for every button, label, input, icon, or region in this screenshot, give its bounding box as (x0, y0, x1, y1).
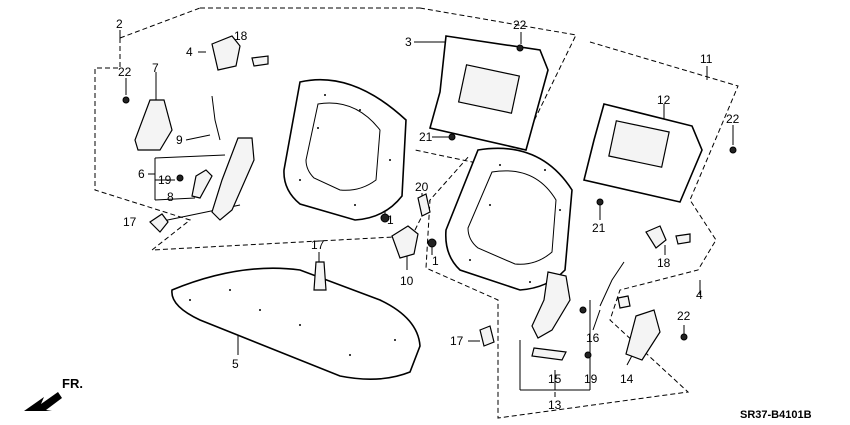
callout-22: 22 (726, 112, 740, 126)
left-bushing-part-1 (380, 213, 390, 223)
seat-cushion-texture (189, 289, 396, 356)
center-hinge-part-10 (391, 225, 419, 259)
right-board-bolt-part-21 (596, 198, 604, 206)
right-bolt-part-19 (584, 351, 592, 359)
callout-9: 9 (176, 133, 183, 147)
right-bolt-part-17 (479, 325, 495, 347)
callout-3: 3 (405, 35, 412, 49)
right-board-bolt-part-22 (729, 146, 737, 154)
left-hinge-part-7 (134, 99, 173, 151)
callout-21: 21 (419, 130, 433, 144)
left-hinge-part-6 (211, 137, 255, 221)
left-bolt-part-17 (149, 213, 169, 233)
right-bracket-part-13 (531, 347, 567, 361)
callout-18: 18 (657, 256, 671, 270)
callout-17: 17 (123, 215, 137, 229)
callout-7: 7 (152, 61, 159, 75)
right-clip-part-16 (617, 295, 631, 309)
callout-4: 4 (186, 45, 193, 59)
callout-1: 1 (432, 254, 439, 268)
callout-14: 14 (620, 372, 634, 386)
upper-board-recess (457, 64, 521, 114)
callout-8: 8 (167, 190, 174, 204)
callout-17: 17 (311, 238, 325, 252)
callout-21: 21 (592, 221, 606, 235)
callout-19: 19 (584, 372, 598, 386)
callout-2: 2 (116, 17, 123, 31)
left-lever-part-8 (191, 169, 213, 199)
callout-12: 12 (657, 93, 671, 107)
callout-20: 20 (415, 180, 429, 194)
callout-10: 10 (400, 274, 414, 288)
callout-22: 22 (118, 65, 132, 79)
right-seatback-texture (469, 164, 561, 283)
right-bolt-part-22 (680, 333, 688, 341)
group-outline-left-seatback (94, 38, 431, 251)
upper-board-bolt-part-21 (448, 133, 456, 141)
right-hinge-part-15 (531, 271, 571, 339)
upper-board-bolt-part-22 (516, 44, 524, 52)
group-outline-right (425, 41, 739, 419)
callout-17: 17 (450, 334, 464, 348)
front-direction-label: FR. (62, 376, 83, 391)
callout-15: 15 (548, 372, 562, 386)
right-lever-part-14 (625, 309, 661, 361)
left-seatback-texture (299, 94, 391, 206)
left-latch-part-4 (211, 35, 241, 71)
callout-18: 18 (234, 29, 248, 43)
callout-22: 22 (513, 18, 527, 32)
right-bolt-part-19b (579, 306, 587, 314)
callout-6: 6 (138, 167, 145, 181)
callout-16: 16 (586, 331, 600, 345)
callout-11: 11 (700, 52, 713, 66)
right-latch-part-4 (645, 225, 667, 249)
left-bolt-part-19 (176, 174, 184, 182)
right-rod-part-16 (599, 261, 625, 307)
callout-5: 5 (232, 357, 239, 371)
right-seatback-inner (467, 170, 557, 265)
callout-4: 4 (696, 288, 703, 302)
seat-cushion-part-5 (171, 267, 421, 380)
callout-19: 19 (158, 173, 172, 187)
right-seatback-part (444, 147, 573, 291)
left-clip-part-18 (251, 55, 269, 67)
right-clip-part-18 (675, 233, 691, 245)
left-seatback-part (283, 78, 407, 221)
right-board-recess (608, 120, 670, 168)
callout-13: 13 (548, 398, 562, 412)
left-seatback-inner (305, 102, 381, 191)
right-bushing-part-1 (427, 238, 437, 248)
callout-22: 22 (677, 309, 691, 323)
callout-1: 1 (387, 213, 394, 227)
center-bolt-part-20 (417, 193, 431, 217)
front-direction-arrow-icon (24, 392, 62, 411)
group-outline-left-top (119, 7, 201, 39)
seat-bolt-part-17 (313, 261, 327, 291)
left-rod-part-9 (211, 95, 221, 141)
left-bolt-part-22 (122, 96, 130, 104)
group-outline-upper-board (414, 7, 577, 171)
diagram-code: SR37-B4101B (740, 409, 812, 421)
